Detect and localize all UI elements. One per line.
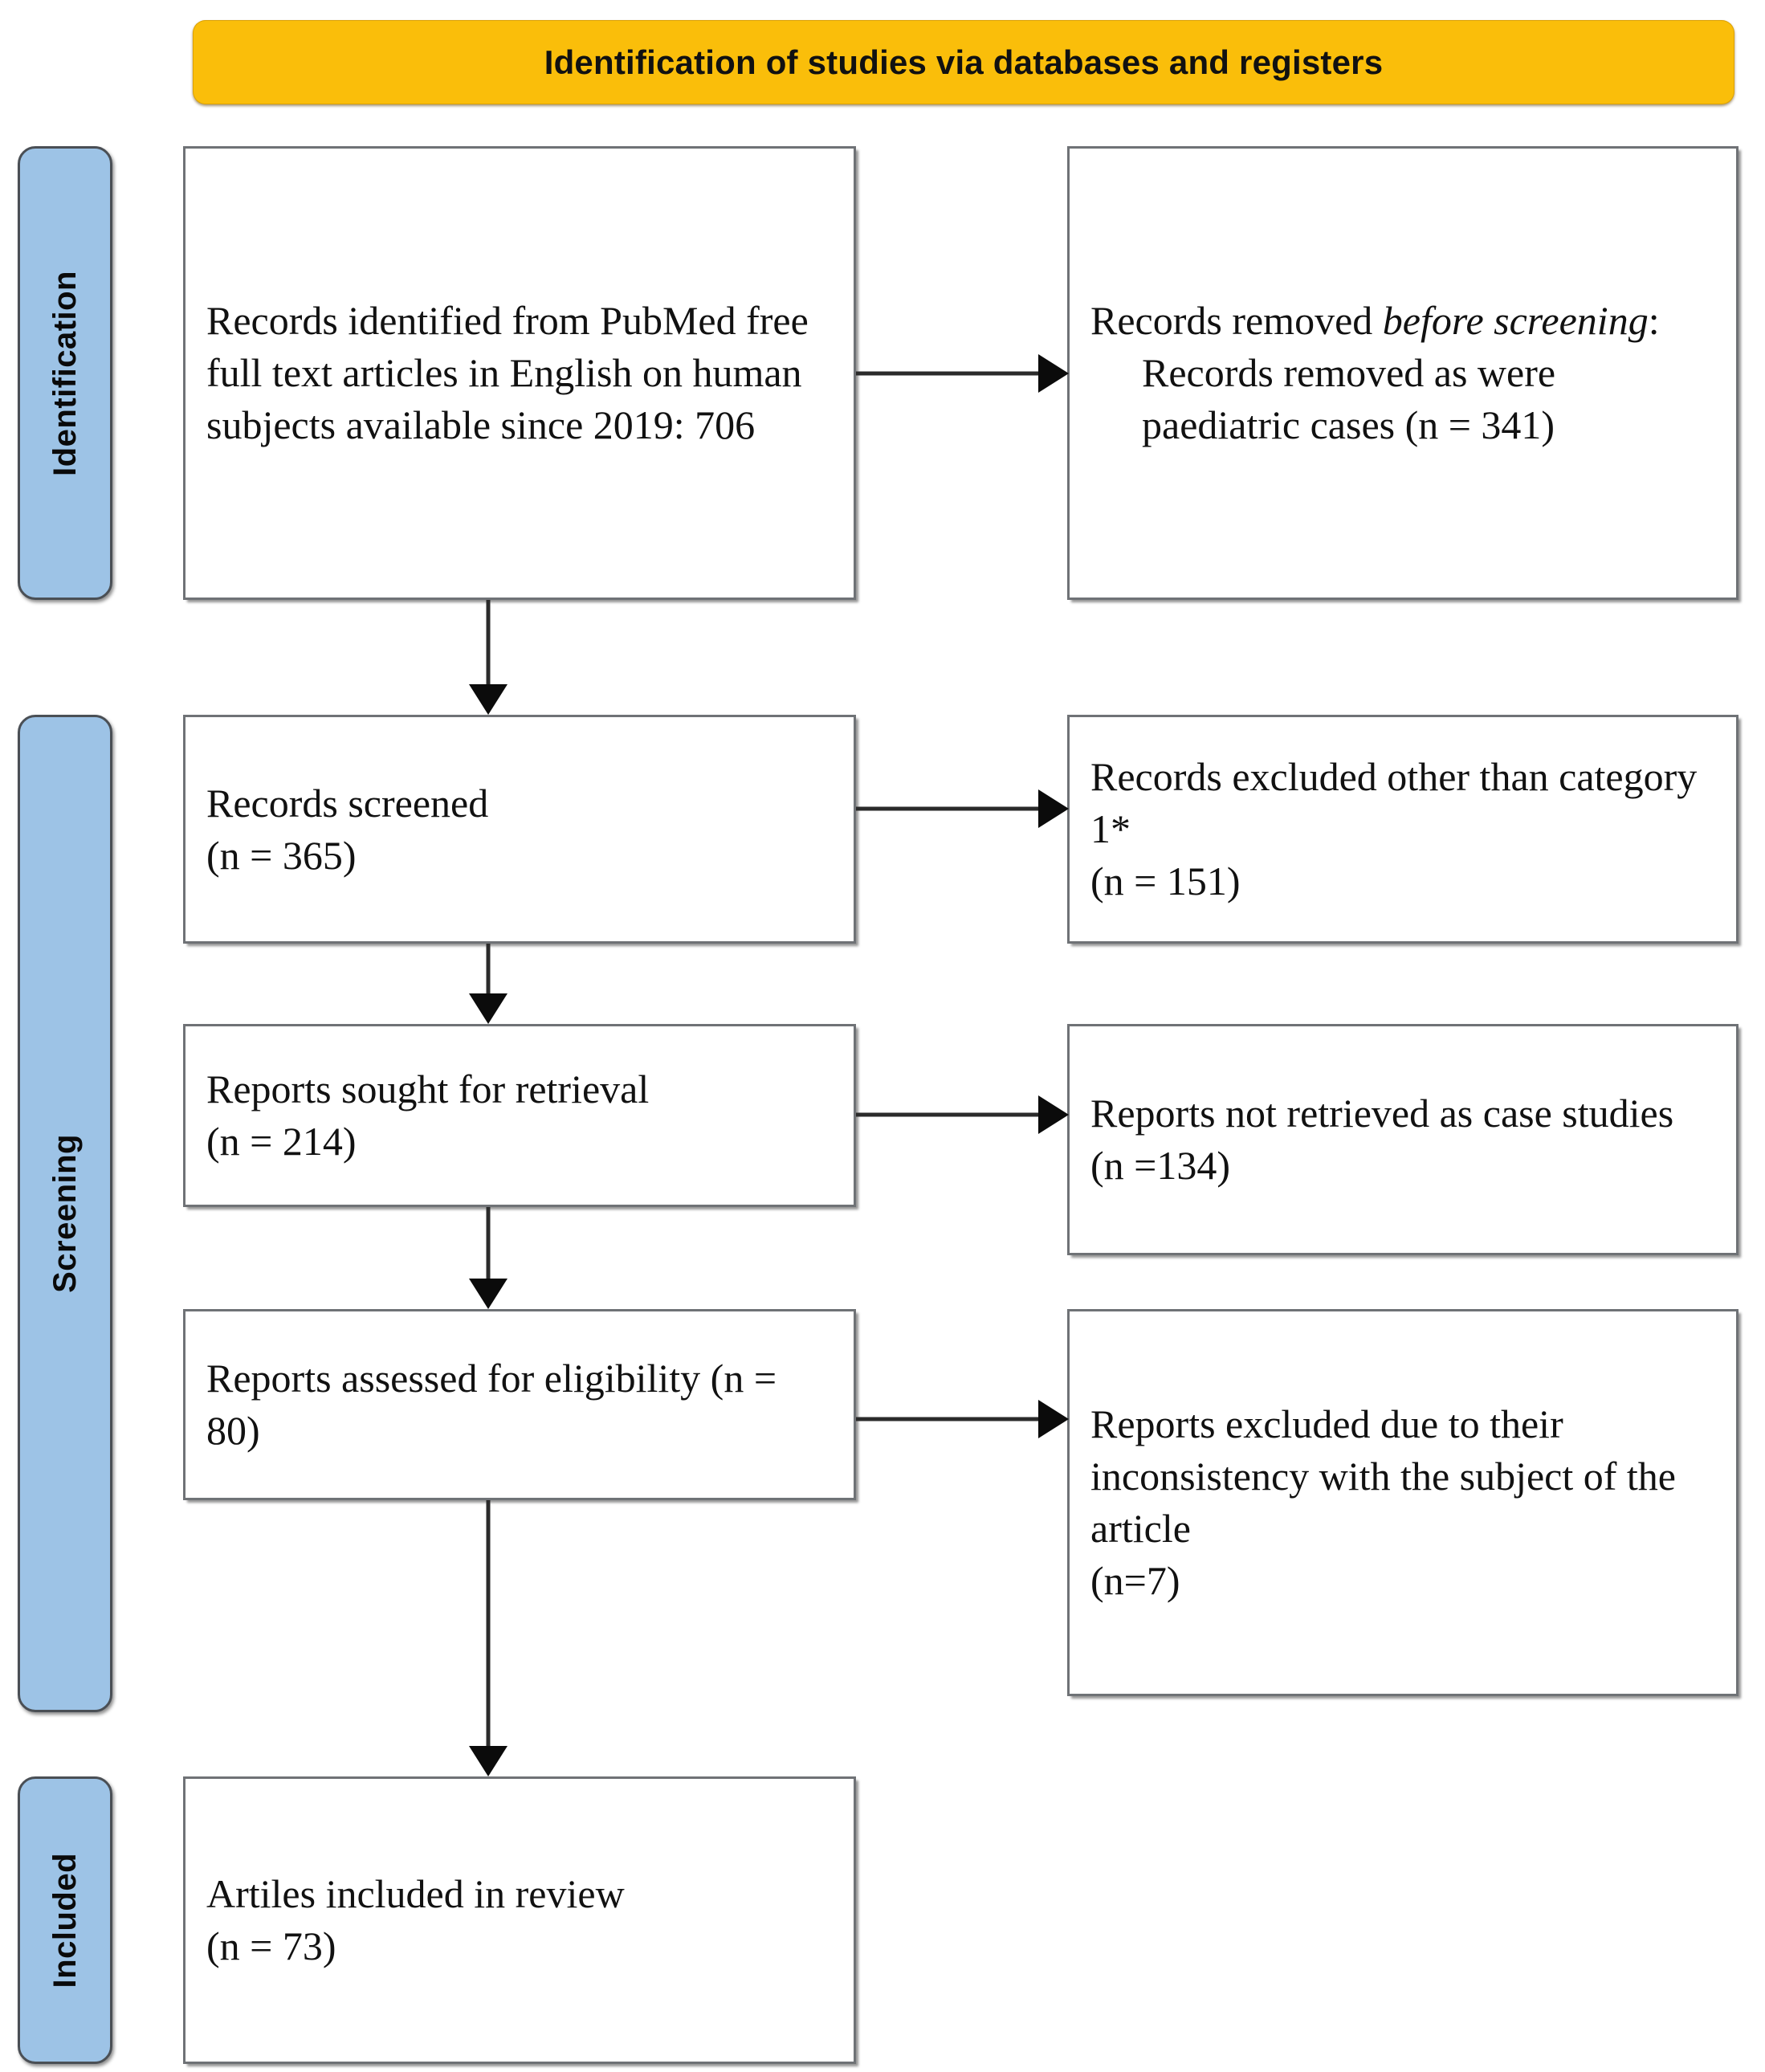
arrow-sought-to-not-retrieved	[856, 1095, 1069, 1135]
phase-label-screening-text: Screening	[47, 1134, 83, 1293]
node-articles-included-text: Artiles included in review (n = 73)	[206, 1871, 625, 1968]
arrow-shaft	[486, 944, 491, 993]
arrow-assessed-to-included	[468, 1500, 508, 1776]
banner-title: Identification of studies via databases …	[544, 43, 1384, 81]
arrow-head-right-icon	[1038, 789, 1069, 828]
phase-label-identification-text: Identification	[47, 270, 83, 476]
arrow-head-down-icon	[469, 1746, 507, 1776]
arrow-sought-to-assessed	[468, 1207, 508, 1309]
arrow-head-right-icon	[1038, 1095, 1069, 1134]
node-records-identified: Records identified from PubMed free full…	[183, 146, 856, 600]
arrow-shaft	[856, 371, 1038, 376]
arrow-head-right-icon	[1038, 1400, 1069, 1438]
arrow-head-down-icon	[469, 1279, 507, 1309]
identification-banner: Identification of studies via databases …	[193, 20, 1734, 104]
node-records-identified-text: Records identified from PubMed free full…	[206, 298, 819, 447]
arrow-head-right-icon	[1038, 354, 1069, 393]
phase-label-included-text: Included	[47, 1852, 83, 1988]
node-reports-not-retrieved: Reports not retrieved as case studies (n…	[1067, 1024, 1739, 1255]
arrow-shaft	[486, 1207, 491, 1279]
arrow-head-down-icon	[469, 993, 507, 1024]
node-reports-assessed: Reports assessed for eligibility (n = 80…	[183, 1309, 856, 1500]
arrow-identified-to-screened	[468, 600, 508, 715]
arrow-shaft	[486, 600, 491, 684]
node-reports-excluded-subject: Reports excluded due to their inconsiste…	[1067, 1309, 1739, 1696]
arrow-identified-to-removed	[856, 353, 1069, 394]
node-records-excluded-category-text: Records excluded other than category 1* …	[1090, 754, 1698, 903]
arrow-screened-to-sought	[468, 944, 508, 1024]
arrow-head-down-icon	[469, 684, 507, 715]
node-reports-assessed-text: Reports assessed for eligibility (n = 80…	[206, 1356, 787, 1453]
phase-label-identification: Identification	[18, 146, 112, 600]
node-records-screened: Records screened (n = 365)	[183, 715, 856, 944]
phase-label-included: Included	[18, 1776, 112, 2064]
node-reports-sought-text: Reports sought for retrieval (n = 214)	[206, 1067, 650, 1164]
removed-before-emphasis: before screening	[1382, 298, 1649, 343]
arrow-shaft	[856, 1417, 1038, 1421]
removed-before-detail: Records removed as were paediatric cases…	[1142, 350, 1566, 447]
phase-label-screening: Screening	[18, 715, 112, 1712]
node-reports-sought: Reports sought for retrieval (n = 214)	[183, 1024, 856, 1207]
node-reports-excluded-subject-text: Reports excluded due to their inconsiste…	[1090, 1401, 1677, 1603]
arrow-shaft	[856, 806, 1038, 811]
node-records-removed-before-screening: Records removed before screening: Records…	[1067, 146, 1739, 600]
arrow-screened-to-excluded-category	[856, 789, 1069, 829]
arrow-assessed-to-excluded-subject	[856, 1399, 1069, 1439]
arrow-shaft	[486, 1500, 491, 1746]
node-reports-not-retrieved-text: Reports not retrieved as case studies (n…	[1090, 1091, 1674, 1188]
node-records-removed-before-screening-text: Records removed before screening: Records…	[1090, 295, 1715, 451]
arrow-shaft	[856, 1112, 1038, 1117]
node-records-excluded-category: Records excluded other than category 1* …	[1067, 715, 1739, 944]
removed-before-prefix: Records removed	[1090, 298, 1383, 343]
removed-before-colon: :	[1648, 298, 1660, 343]
node-articles-included: Artiles included in review (n = 73)	[183, 1776, 856, 2064]
node-records-screened-text: Records screened (n = 365)	[206, 780, 489, 878]
